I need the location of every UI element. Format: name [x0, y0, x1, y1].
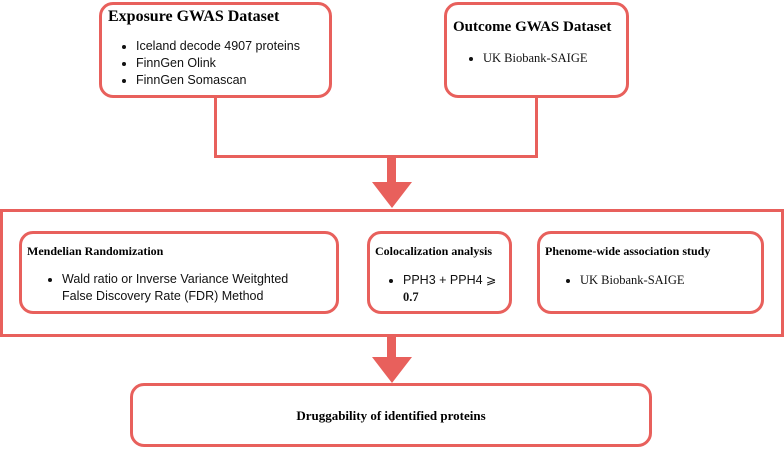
connector-line: [214, 155, 538, 158]
phewas-box: Phenome-wide association study UK Bioban…: [537, 231, 764, 314]
exposure-dataset-box: Exposure GWAS Dataset Iceland decode 490…: [99, 2, 332, 98]
colocalization-title: Colocalization analysis: [375, 244, 493, 258]
exposure-dataset-list: Iceland decode 4907 proteins FinnGen Oli…: [136, 38, 300, 89]
outcome-dataset-box: Outcome GWAS Dataset UK Biobank-SAIGE: [444, 2, 629, 98]
connector-line: [535, 97, 538, 157]
mendelian-randomization-box: Mendelian Randomization Wald ratio or In…: [19, 231, 339, 314]
mendelian-randomization-title: Mendelian Randomization: [27, 244, 164, 258]
connector-line: [387, 336, 396, 360]
list-item: FinnGen Olink: [136, 55, 300, 72]
list-item: FinnGen Somascan: [136, 72, 300, 89]
mendelian-randomization-list: Wald ratio or Inverse Variance Weitghted…: [62, 271, 288, 305]
druggability-title: Druggability of identified proteins: [296, 408, 486, 423]
druggability-box: Druggability of identified proteins: [130, 383, 652, 447]
down-arrow-icon: [372, 182, 412, 208]
colocalization-list: PPH3 + PPH4 ⩾ 0.7: [403, 272, 509, 306]
list-item: Wald ratio or Inverse Variance Weitghted…: [62, 271, 288, 305]
connector-line: [214, 97, 217, 157]
exposure-dataset-title: Exposure GWAS Dataset: [108, 8, 280, 25]
down-arrow-icon: [372, 357, 412, 383]
outcome-dataset-title: Outcome GWAS Dataset: [453, 19, 612, 35]
list-item: UK Biobank-SAIGE: [580, 272, 685, 289]
list-item: Iceland decode 4907 proteins: [136, 38, 300, 55]
list-item: UK Biobank-SAIGE: [483, 50, 588, 67]
colocalization-box: Colocalization analysis PPH3 + PPH4 ⩾ 0.…: [367, 231, 512, 314]
list-item: PPH3 + PPH4 ⩾ 0.7: [403, 272, 509, 306]
outcome-dataset-list: UK Biobank-SAIGE: [483, 50, 588, 67]
phewas-title: Phenome-wide association study: [545, 244, 711, 258]
connector-line: [387, 157, 396, 185]
phewas-list: UK Biobank-SAIGE: [580, 272, 685, 289]
